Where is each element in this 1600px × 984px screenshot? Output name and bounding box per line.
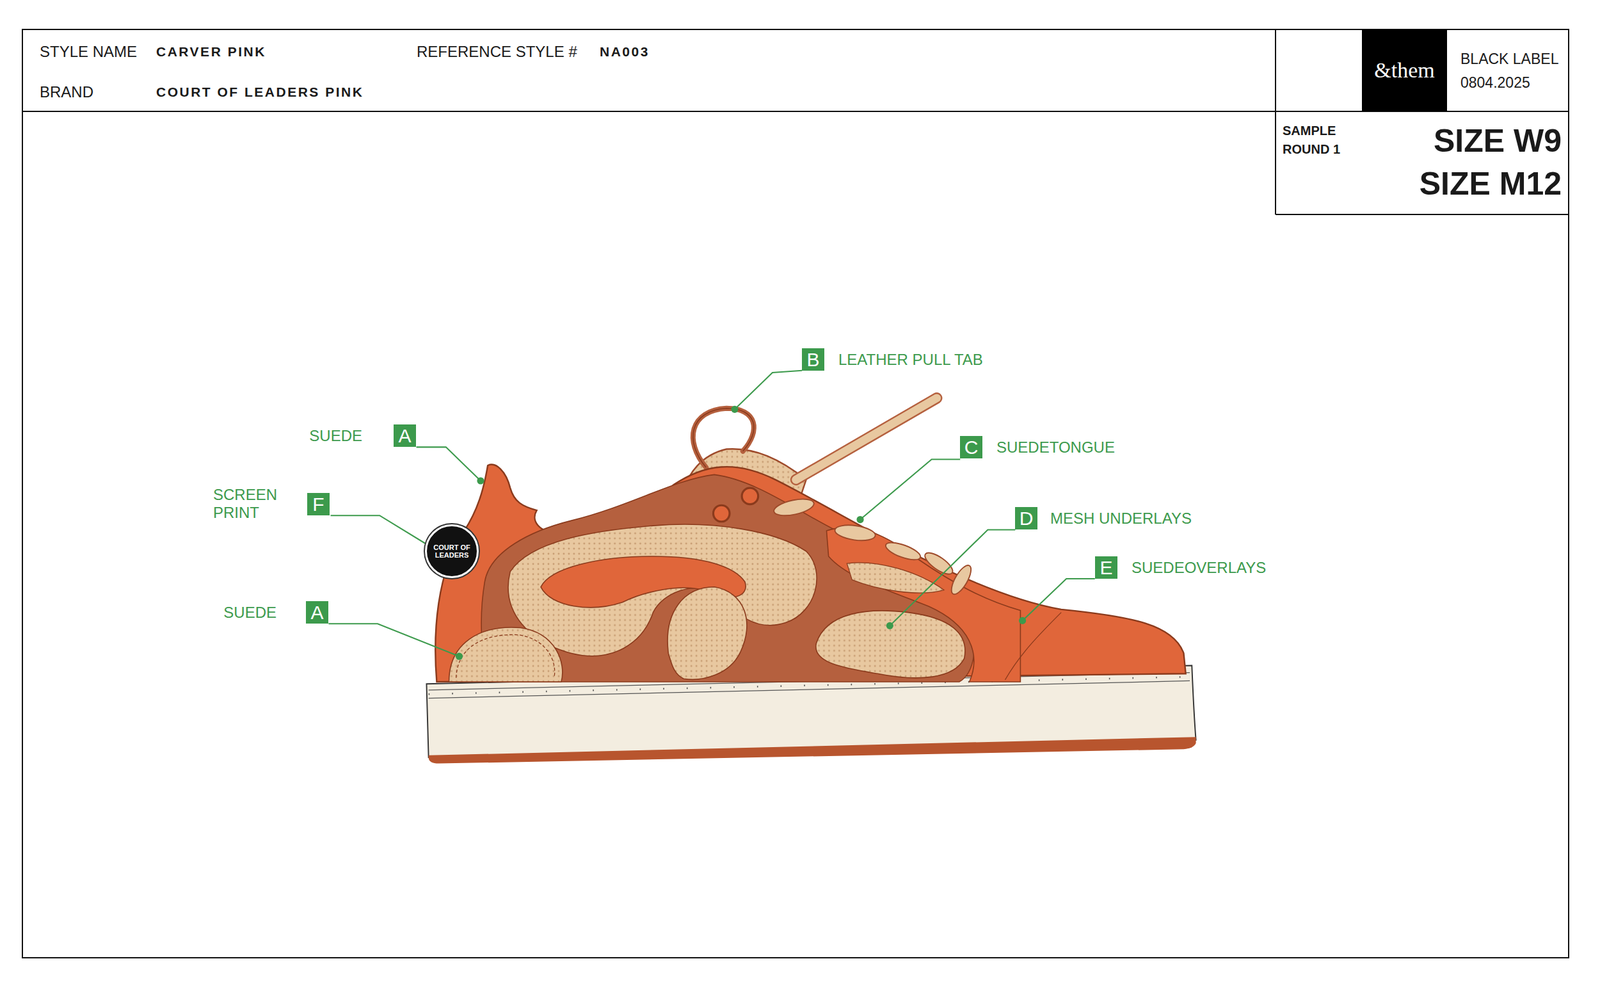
header-text: STYLE NAME: [39, 42, 137, 62]
callout-label: MESH UNDERLAYS: [1050, 508, 1192, 528]
brand-logo-text: &them: [1374, 58, 1435, 83]
drawing-shape: [455, 652, 463, 660]
header-text: REFERENCE STYLE #: [416, 42, 578, 62]
drawing-shape: [860, 458, 960, 520]
badge-text: COURT OF LEADERS: [432, 543, 472, 559]
header-text: NA003: [599, 43, 650, 60]
drawing-shape: [1274, 29, 1277, 215]
header-text: SAMPLE ROUND 1: [1282, 121, 1353, 159]
drawing-shape: [816, 610, 966, 678]
drawing-shape: [856, 515, 864, 523]
brand-logo-box: &them: [1361, 29, 1448, 112]
drawing-shape: [886, 622, 894, 630]
drawing-shape: [921, 549, 956, 578]
callout: ASUEDE: [393, 424, 416, 447]
drawing-shape: [693, 408, 754, 468]
callout: DMESH UNDERLAYS: [1015, 506, 1038, 530]
header-text: BRAND: [39, 83, 94, 102]
drawing-shape: [456, 634, 555, 678]
callout-letter: A: [393, 424, 416, 447]
screen-print-badge: COURT OF LEADERS: [424, 524, 479, 578]
drawing-shape: [330, 515, 431, 546]
drawing-shape: [1022, 578, 1096, 621]
callout-letter: A: [305, 600, 329, 624]
drawing-shape: [846, 562, 944, 593]
drawing-shape: [416, 446, 481, 481]
drawing-shape: [883, 538, 923, 564]
drawing-shape: [476, 476, 484, 484]
header-text: CARVER PINK: [156, 43, 267, 60]
callout-letter: E: [1095, 556, 1118, 579]
sheet-frame: [22, 29, 1569, 958]
leader-dots: [455, 405, 1026, 660]
callout: FSCREEN PRINT: [307, 492, 330, 516]
drawing-shape: [826, 527, 1021, 682]
callout-label: SUEDE: [223, 602, 277, 622]
callout: CSUEDETONGUE: [960, 435, 983, 459]
callout-letter: D: [1015, 506, 1038, 530]
drawing-shape: [22, 29, 1569, 958]
drawing-shape: [428, 680, 1190, 698]
size-label: SIZE M12: [1419, 164, 1562, 203]
drawing-shape: [693, 408, 754, 468]
callout-letter: F: [307, 492, 330, 516]
callout-label: SCREEN PRINT: [213, 485, 289, 523]
callout: BLEATHER PULL TAB: [801, 348, 825, 371]
drawing-shape: [428, 736, 1197, 763]
drawing-shape: [667, 586, 747, 680]
drawing-shape: [328, 623, 459, 656]
drawing-shape: [1275, 213, 1569, 216]
drawing-shape: [435, 464, 1186, 682]
drawing-shape: [1018, 616, 1026, 624]
header-text: 0804.2025: [1460, 74, 1531, 93]
drawing-shape: [796, 398, 937, 480]
drawing-shape: [730, 405, 738, 413]
drawing-shape: [741, 487, 759, 505]
drawing-shape: [947, 562, 975, 598]
callout-label: SUEDETONGUE: [996, 437, 1115, 457]
drawing-shape: [833, 522, 877, 543]
drawing-shape: [1004, 612, 1062, 680]
callout-letter: C: [960, 435, 983, 459]
callout-letter: B: [801, 348, 825, 371]
callout: ASUEDE: [305, 600, 329, 624]
drawing-shape: [796, 398, 937, 480]
callout-label: LEATHER PULL TAB: [838, 350, 984, 369]
header-text: BLACK LABEL: [1460, 50, 1559, 69]
callout: ESUEDEOVERLAYS: [1095, 556, 1118, 579]
callout-label: SUEDE: [309, 426, 363, 445]
drawing-shape: [889, 529, 1016, 626]
drawing-shape: [449, 627, 563, 682]
size-label: SIZE W9: [1433, 121, 1562, 160]
leader-lines: [328, 370, 1095, 656]
drawing-shape: [712, 504, 730, 522]
drawing-shape: [22, 110, 1569, 112]
drawing-shape: [772, 496, 816, 519]
drawing-shape: [508, 524, 817, 656]
sneaker-illustration: [426, 398, 1196, 764]
header-text: COURT OF LEADERS PINK: [156, 83, 364, 100]
drawing-shape: [734, 370, 802, 410]
callout-label: SUEDEOVERLAYS: [1131, 558, 1266, 577]
